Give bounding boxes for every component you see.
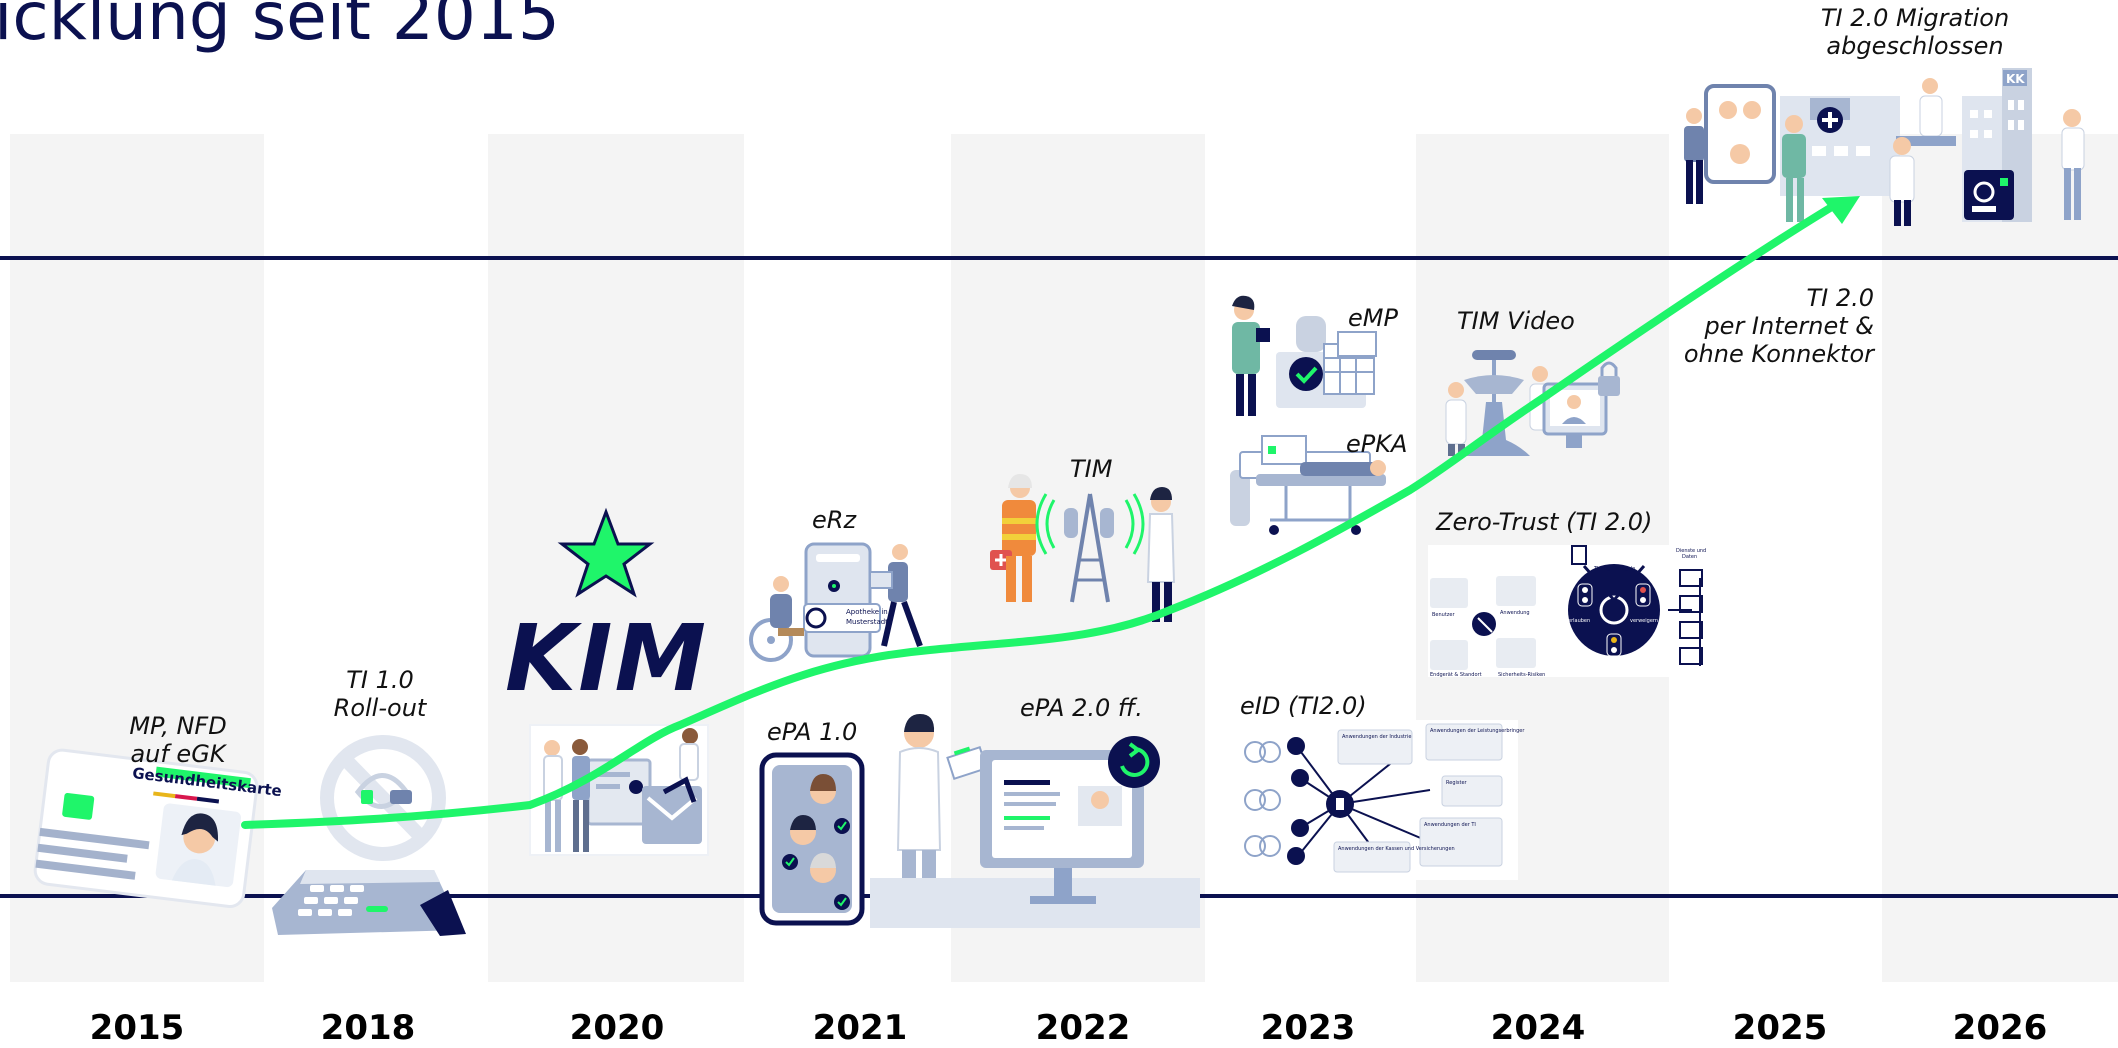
year-2022: 2022 xyxy=(1035,1008,1131,1048)
eid-box-ti: Anwendungen der TI xyxy=(1424,822,1476,828)
progress-arrowhead xyxy=(1822,196,1860,224)
zt-hub-erlauben: erlauben xyxy=(1568,618,1590,624)
tim-video-illustration xyxy=(1445,350,1620,456)
pharmacy-label-1: Apotheke in xyxy=(846,608,888,616)
year-2024: 2024 xyxy=(1490,1008,1586,1048)
label-ti20-internet-line3: ohne Konnektor xyxy=(1683,340,1874,368)
emp-illustration xyxy=(1232,295,1377,416)
epa2-monitor-illustration xyxy=(870,736,1200,928)
year-2023: 2023 xyxy=(1260,1008,1356,1048)
label-mp-nfd: MP, NFD auf eGK xyxy=(68,712,288,768)
eid-diagram: Anwendungen der Industrie Anwendungen de… xyxy=(1228,720,1525,880)
label-ti10-line2: Roll-out xyxy=(333,694,427,722)
label-ti20-internet: TI 2.0 per Internet & ohne Konnektor xyxy=(1640,284,1874,368)
erezept-illustration: Apotheke in Musterstadt xyxy=(749,542,923,662)
label-mp-nfd-line1: MP, NFD xyxy=(129,712,227,740)
label-ti10: TI 1.0 Roll-out xyxy=(280,666,480,722)
zt-right-label-1: Dienste und xyxy=(1676,548,1706,554)
eid-box-leistungserbringer: Anwendungen der Leistungserbringer xyxy=(1430,728,1525,734)
label-zero-trust: Zero-Trust (TI 2.0) xyxy=(1436,508,1653,536)
year-2015: 2015 xyxy=(89,1008,185,1048)
zt-right-label-2: Daten xyxy=(1682,554,1697,560)
progress-curve xyxy=(241,198,1844,829)
label-epa10: ePA 1.0 xyxy=(767,718,858,746)
zero-trust-diagram: TI-Zugriffsregeln Dienste und Daten Benu… xyxy=(1428,545,1710,678)
tim-tower-illustration xyxy=(990,474,1176,622)
year-2021: 2021 xyxy=(812,1008,908,1048)
year-2025: 2025 xyxy=(1732,1008,1828,1048)
band-2026 xyxy=(1882,134,2118,982)
label-tim: TIM xyxy=(1070,455,1113,483)
label-ti10-line1: TI 1.0 xyxy=(346,666,414,694)
health-card-icon: Gesundheitskarte xyxy=(33,748,283,908)
label-mp-nfd-line2: auf eGK xyxy=(130,740,226,768)
label-epa20: ePA 2.0 ff. xyxy=(1020,694,1143,722)
label-ti20-migration: TI 2.0 Migration abgeschlossen xyxy=(1780,4,2050,60)
eid-box-kassen: Anwendungen der Kassen und Versicherunge… xyxy=(1338,846,1455,852)
label-ti20-internet-line2: per Internet & xyxy=(1704,312,1874,340)
label-erz: eRz xyxy=(812,506,857,534)
zt-hub-mfa: Multi-Faktor Anfrage xyxy=(1594,660,1645,666)
zt-label-risiken: Sicherheits-Risiken xyxy=(1498,672,1545,678)
year-2018: 2018 xyxy=(320,1008,416,1048)
label-ti20-internet-line1: TI 2.0 xyxy=(1806,284,1874,312)
label-emp: eMP xyxy=(1348,304,1398,332)
label-ti20-migration-line1: TI 2.0 Migration xyxy=(1820,4,2010,32)
migration-scene-illustration: KK xyxy=(1684,68,2085,226)
year-2026: 2026 xyxy=(1952,1008,2048,1048)
top-rule xyxy=(0,256,2118,260)
zt-label-endgeraet: Endgerät & Standort xyxy=(1430,672,1482,678)
label-tim-video: TIM Video xyxy=(1457,307,1575,335)
epka-illustration xyxy=(1230,435,1386,535)
zt-label-benutzer: Benutzer xyxy=(1432,612,1456,618)
kim-wordmark: KIM xyxy=(505,605,709,712)
page-title: icklung seit 2015 xyxy=(0,0,560,55)
eid-box-register: Register xyxy=(1446,780,1468,786)
year-2020: 2020 xyxy=(569,1008,665,1048)
label-ti20-migration-line2: abgeschlossen xyxy=(1826,32,2004,60)
label-eid: eID (TI2.0) xyxy=(1240,692,1367,720)
zt-label-anwendung: Anwendung xyxy=(1500,610,1530,616)
label-epka: ePKA xyxy=(1346,430,1408,458)
eid-box-industrie: Anwendungen der Industrie xyxy=(1342,734,1411,740)
pharmacy-label-2: Musterstadt xyxy=(846,618,888,626)
zt-top-label: TI-Zugriffsregeln xyxy=(1593,566,1635,572)
kk-badge: KK xyxy=(2006,72,2025,86)
star-icon xyxy=(557,507,655,598)
zt-hub-verweigern: verweigern xyxy=(1630,618,1658,624)
card-terminal-icon xyxy=(272,735,466,936)
epa-app-illustration xyxy=(759,714,988,926)
